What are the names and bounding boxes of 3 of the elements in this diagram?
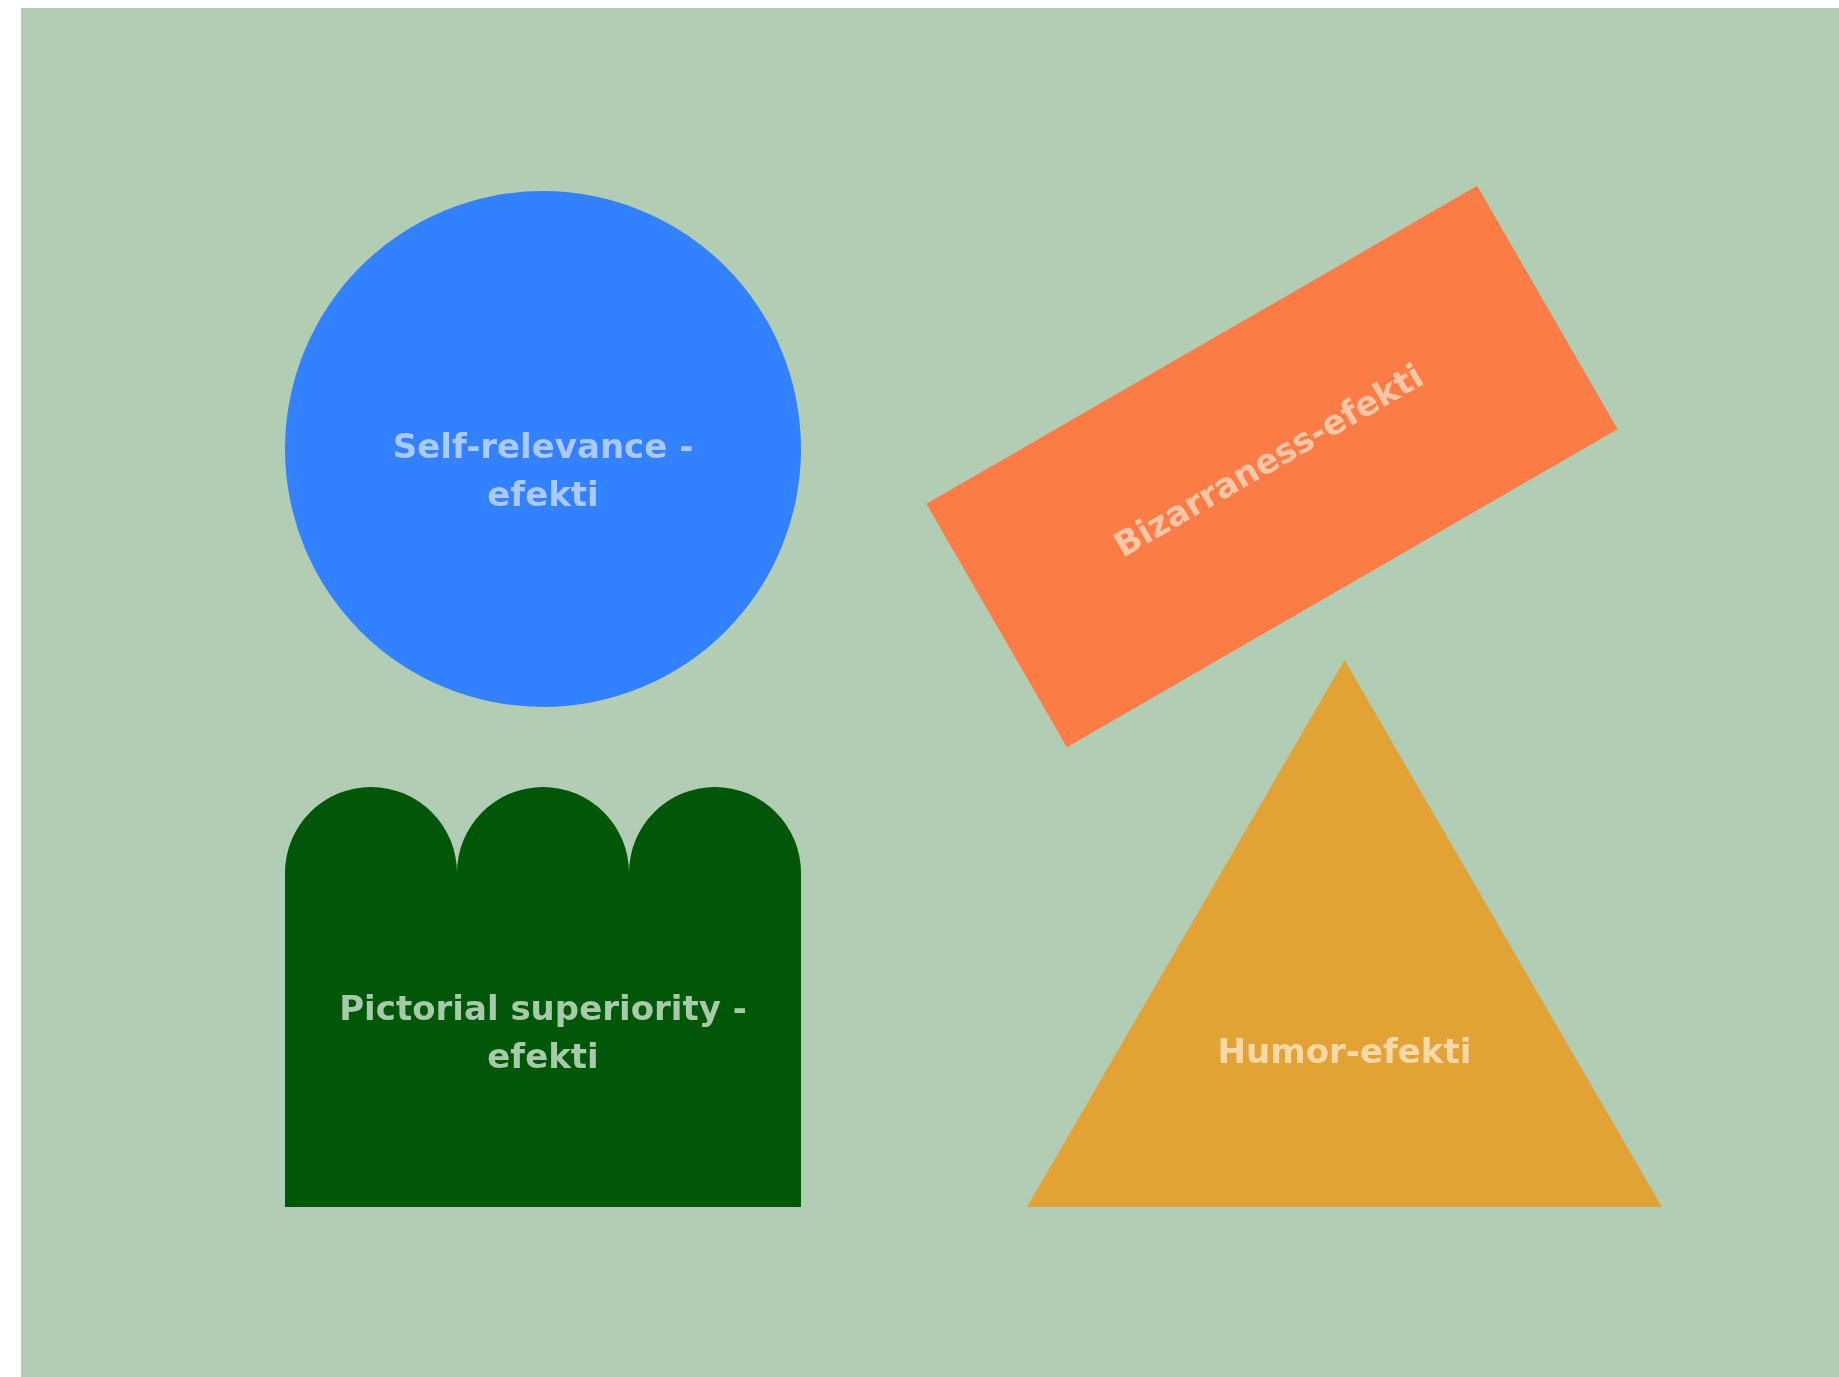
shape-label: Humor-efekti bbox=[1216, 1030, 1473, 1073]
shape-label: Pictorial superiority -efekti bbox=[338, 987, 748, 1078]
shape-label: Self-relevance -efekti bbox=[391, 425, 695, 516]
